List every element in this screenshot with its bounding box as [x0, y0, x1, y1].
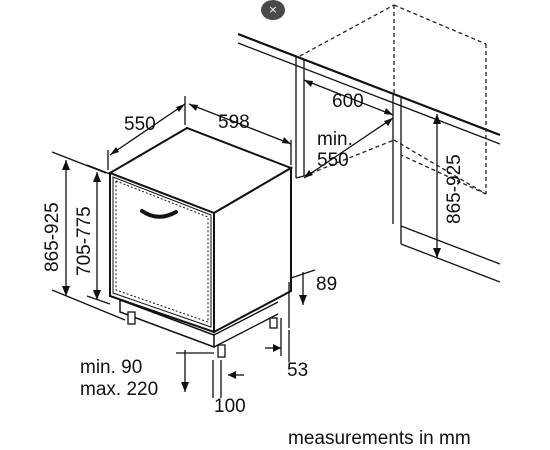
label-foot-offset: 100 — [214, 396, 246, 417]
label-niche-width: 600 — [332, 91, 364, 112]
label-niche-depth-min: min. — [317, 129, 353, 150]
foot-height-dimension — [176, 350, 214, 392]
niche-outline — [237, 4, 501, 283]
total-height-dimension — [51, 151, 126, 321]
niche-depth-dimension — [303, 117, 394, 179]
depth-dimension — [188, 103, 292, 165]
niche-width-dimension — [303, 79, 394, 116]
plinth-depth-dimension — [265, 318, 290, 362]
label-niche-depth-value: 550 — [317, 150, 349, 171]
plinth-height-dimension — [288, 269, 316, 328]
label-depth: 598 — [218, 112, 250, 133]
close-icon: × — [268, 3, 278, 16]
foot-offset-dimension — [212, 360, 244, 398]
label-foot-min: min. 90 — [80, 357, 142, 378]
label-plinth-depth: 53 — [287, 360, 308, 381]
close-button[interactable]: × — [261, 0, 285, 20]
label-plinth-height: 89 — [316, 274, 337, 295]
width-dimension — [107, 96, 186, 170]
dishwasher-body — [107, 126, 294, 358]
label-body-height: 705-775 — [74, 206, 95, 276]
label-foot-max: max. 220 — [80, 379, 158, 400]
body-height-dimension — [86, 164, 111, 305]
label-total-height: 865-925 — [42, 202, 63, 272]
label-width: 550 — [124, 114, 156, 135]
label-niche-height: 865-925 — [444, 154, 465, 224]
niche-height-dimension — [433, 114, 441, 258]
measurements-caption: measurements in mm — [288, 428, 471, 449]
